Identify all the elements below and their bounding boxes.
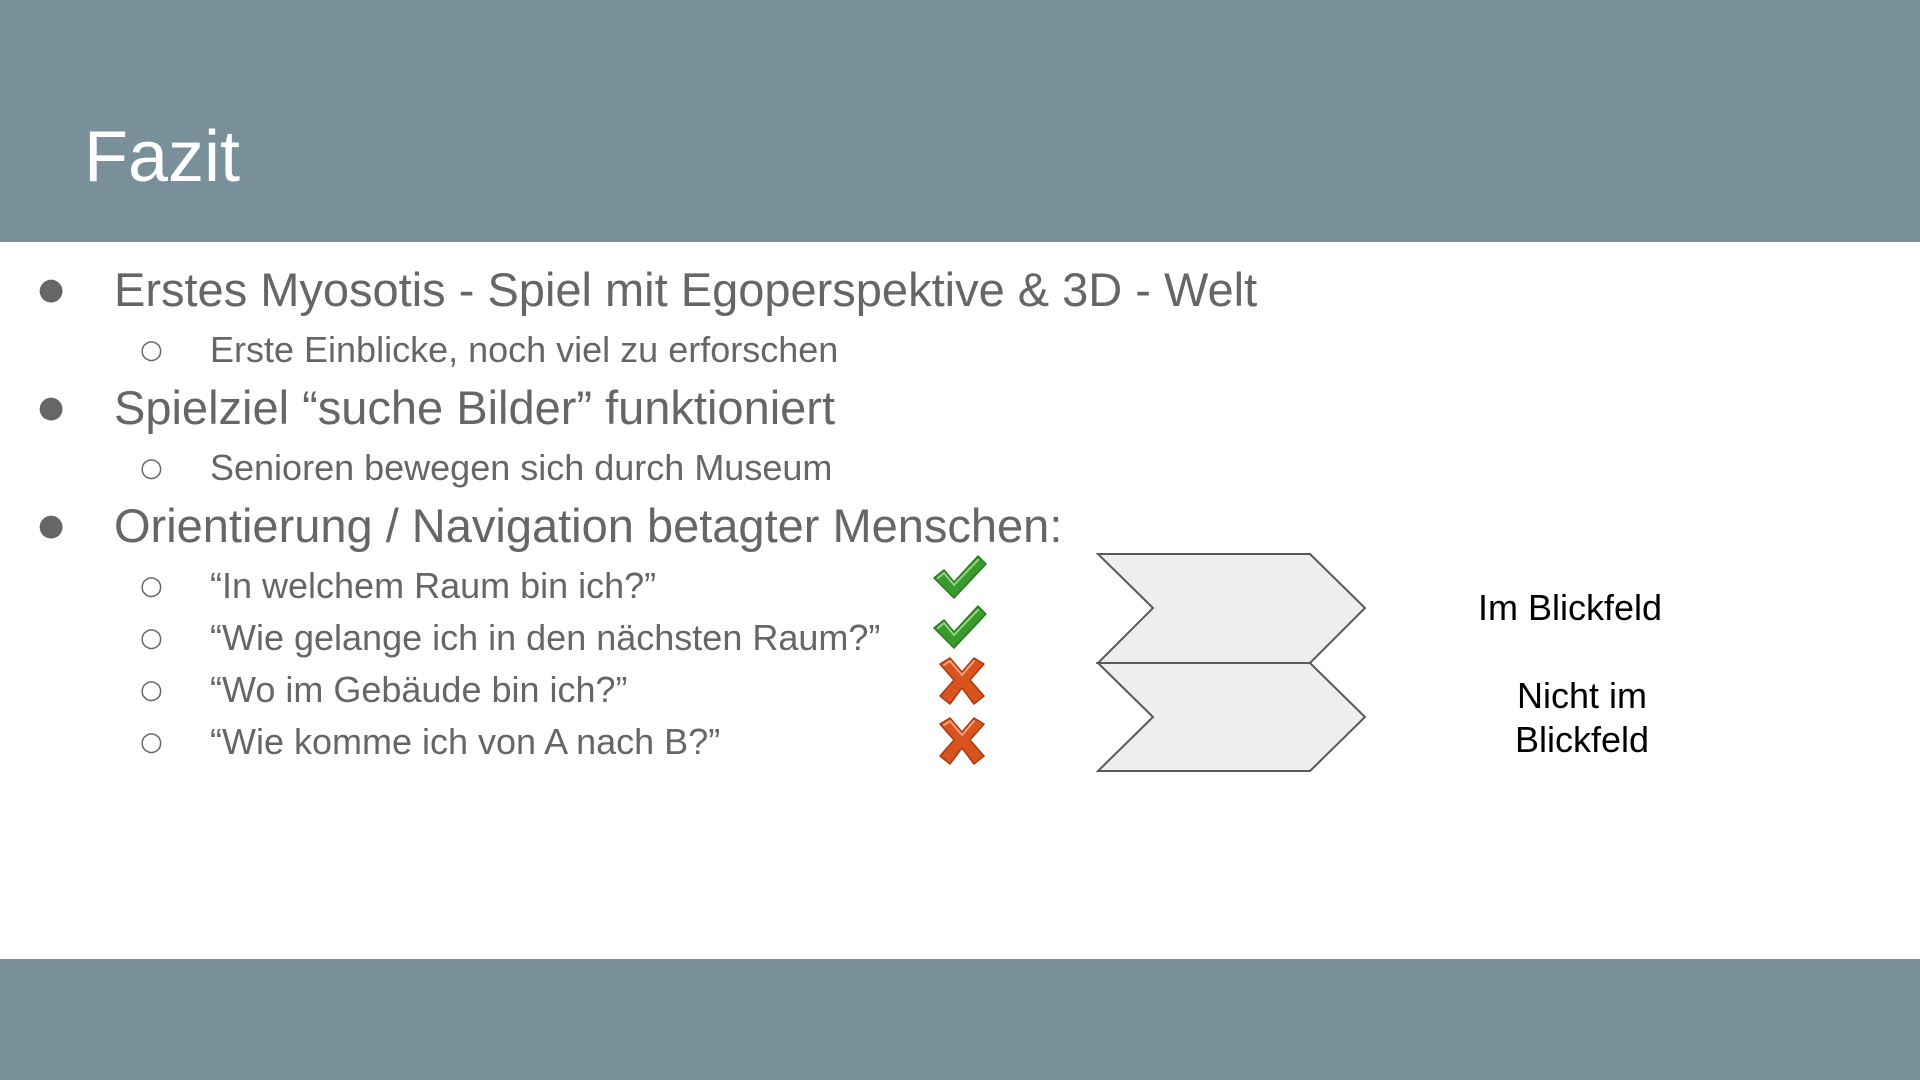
sub-bullet-marker: ○ [140, 727, 163, 757]
sub-bullet-marker: ○ [140, 335, 163, 365]
cross-icon [939, 717, 985, 765]
chevron-bottom [1095, 662, 1367, 772]
sub-bullet-text: “In welchem Raum bin ich?” [210, 565, 657, 606]
label-not-in-view-line1: Nicht im [1516, 675, 1647, 716]
sub-bullet-marker: ○ [140, 571, 163, 601]
sub-bullet-text: “Wo im Gebäude bin ich?” [210, 669, 628, 710]
check-icon [933, 605, 987, 649]
sub-bullet-text: Senioren bewegen sich durch Museum [210, 447, 833, 488]
sub-bullet-marker: ○ [140, 623, 163, 653]
label-not-in-view-line2: Blickfeld [1514, 719, 1650, 760]
chevron-diagram [1095, 553, 1367, 772]
bullet-text: Orientierung / Navigation betagter Mensc… [114, 499, 1063, 552]
sub-bullet-text: “Wie gelange ich in den nächsten Raum?” [210, 617, 881, 658]
chevron-top [1095, 553, 1367, 664]
sub-bullet-marker: ○ [140, 675, 163, 705]
bullet-text: Spielziel “suche Bilder” funktioniert [114, 381, 835, 434]
sub-bullet-marker: ○ [140, 453, 163, 483]
label-in-view: Im Blickfeld [1477, 587, 1663, 628]
cross-icon [939, 657, 985, 705]
bullet-marker: ● [38, 272, 65, 307]
header-band [0, 0, 1920, 242]
bullet-marker: ● [38, 390, 65, 425]
sub-bullet-text: Erste Einblicke, noch viel zu erforschen [210, 329, 839, 370]
bullet-marker: ● [38, 508, 65, 543]
bullet-text: Erstes Myosotis - Spiel mit Egoperspekti… [114, 263, 1258, 316]
sub-bullet-text: “Wie komme ich von A nach B?” [210, 721, 721, 762]
check-icon [933, 555, 987, 599]
slide-title: Fazit [84, 117, 241, 197]
footer-band [0, 959, 1920, 1080]
